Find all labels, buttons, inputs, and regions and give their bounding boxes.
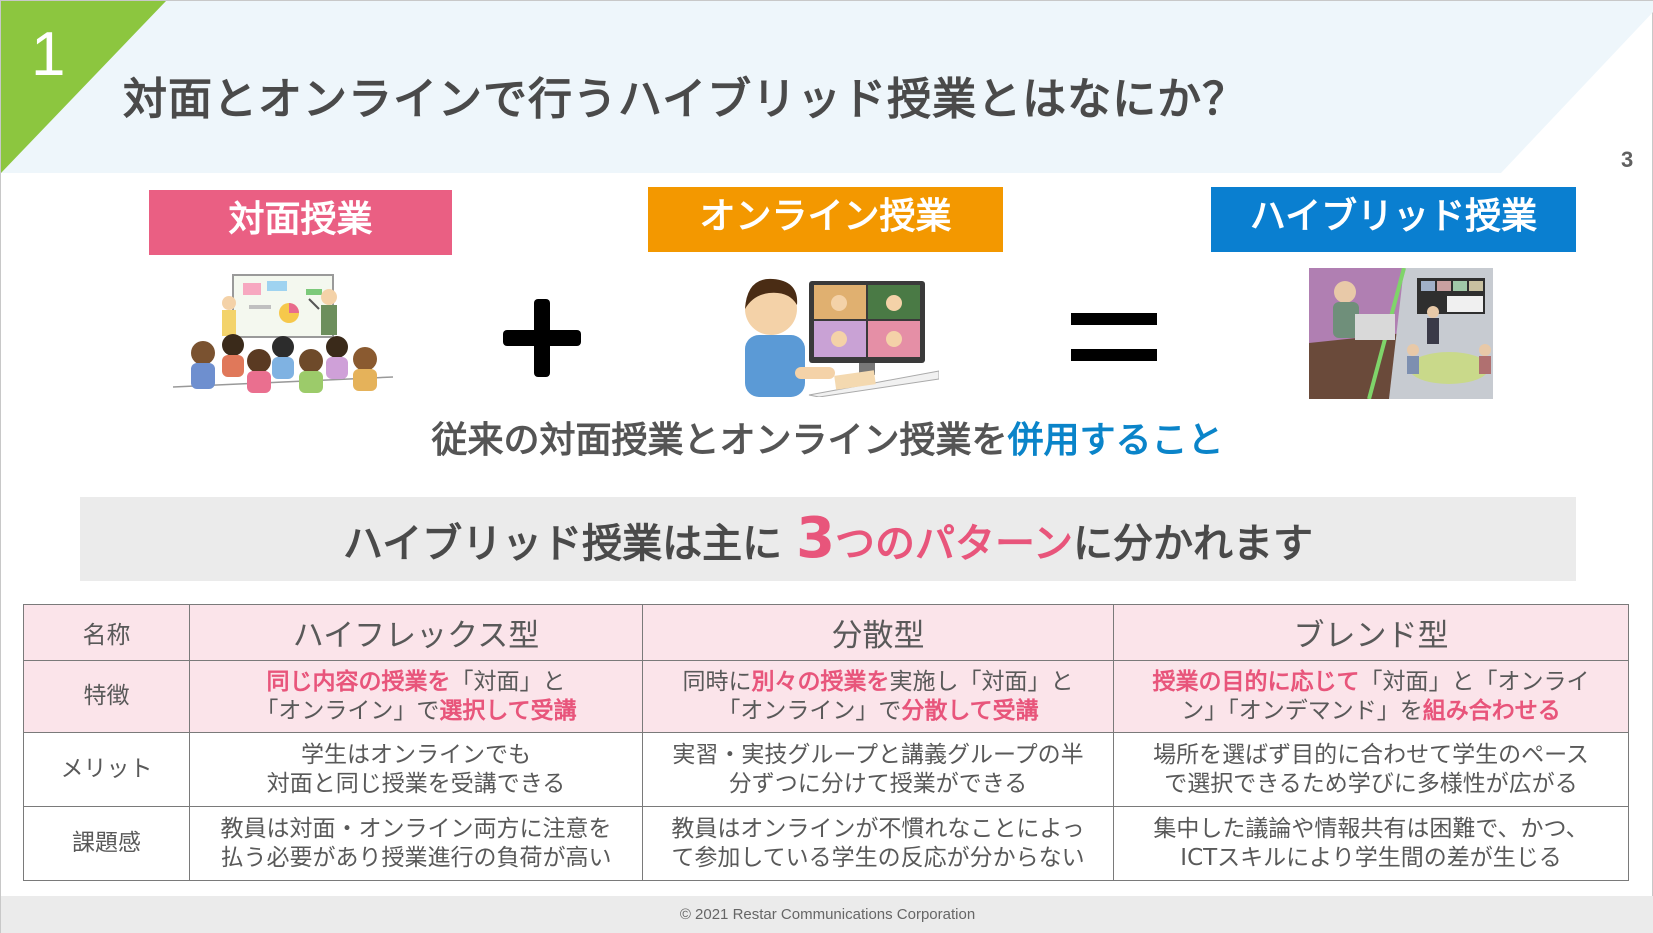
feature-emphasis: 分散して受講 [901, 697, 1039, 724]
row-label-name: 名称 [23, 604, 190, 661]
student-video-call-illustration [745, 278, 939, 397]
feature-text: 「オンライン」で [717, 697, 902, 724]
page-number: 3 [1621, 147, 1634, 172]
hybrid-classroom-photo [1309, 268, 1493, 399]
feature-emphasis: 組み合わせる [1422, 697, 1561, 724]
table-row-merit: メリット 学生はオンラインでも対面と同じ授業を受講できる 実習・実技グループと講… [23, 732, 1629, 807]
row-label-feature: 特徴 [23, 660, 190, 733]
section-number: 1 [31, 20, 66, 89]
pattern-text-before: ハイブリッド授業は主に [342, 521, 783, 567]
feature-emphasis: 選択して受講 [439, 697, 577, 724]
feature-text: 「オンライン」で [255, 697, 440, 724]
row-label-issue: 課題感 [23, 806, 190, 881]
definition-caption: 従来の対面授業とオンライン授業を併用すること [1, 411, 1653, 463]
label-hybrid-text: ハイブリッド授業 [1249, 196, 1538, 237]
plus-icon [503, 299, 581, 377]
classroom-lecture-illustration [172, 274, 394, 393]
issue-line: 集中した議論や情報共有は困難で、かつ、 [1153, 815, 1589, 842]
table-row-issue: 課題感 教員は対面・オンライン両方に注意を払う必要があり授業進行の負荷が高い 教… [23, 806, 1629, 881]
table-row-feature: 特徴 同じ内容の授業を「対面」と「オンライン」で選択して受講 同時に別々の授業を… [23, 660, 1629, 733]
feature-emphasis: 同じ内容の授業を [266, 668, 451, 695]
column-name-hyflex: ハイフレックス型 [189, 604, 643, 661]
pattern-comparison-table: 名称 ハイフレックス型 分散型 ブレンド型 特徴 同じ内容の授業を「対面」と「オ… [23, 604, 1629, 881]
issue-line: ICTスキルにより学生間の差が生じる [1180, 844, 1562, 871]
pattern-banner: ハイブリッド授業は主に 3つのパターンに分かれます [80, 497, 1576, 581]
merit-cell: 学生はオンラインでも対面と同じ授業を受講できる [189, 732, 643, 807]
row-label-merit: メリット [23, 732, 190, 807]
feature-emphasis: 別々の授業を [751, 668, 890, 695]
merit-line: 学生はオンラインでも [301, 741, 531, 768]
issue-cell: 教員はオンラインが不慣れなことによって参加している学生の反応が分からない [642, 806, 1114, 881]
issue-line: て参加している学生の反応が分からない [671, 844, 1085, 871]
table-row-name: 名称 ハイフレックス型 分散型 ブレンド型 [23, 604, 1629, 661]
feature-cell: 授業の目的に応じて「対面」と「オンライン」「オンデマンド」を組み合わせる [1113, 660, 1629, 733]
feature-text: 「対面」と [450, 668, 566, 695]
feature-emphasis: 授業の目的に応じて [1152, 668, 1360, 695]
merit-line: 分ずつに分けて授業ができる [728, 770, 1028, 797]
issue-cell: 集中した議論や情報共有は困難で、かつ、ICTスキルにより学生間の差が生じる [1113, 806, 1629, 881]
slide-title: 対面とオンラインで行うハイブリッド授業とはなにか？ [123, 74, 1248, 125]
pattern-text-after: に分かれます [1073, 521, 1314, 567]
pattern-number: 3 [796, 506, 836, 571]
merit-cell: 場所を選ばず目的に合わせて学生のペースで選択できるため学びに多様性が広がる [1113, 732, 1629, 807]
issue-cell: 教員は対面・オンライン両方に注意を払う必要があり授業進行の負荷が高い [189, 806, 643, 881]
issue-line: 払う必要があり授業進行の負荷が高い [220, 844, 612, 871]
equals-icon [1071, 313, 1157, 361]
merit-line: 場所を選ばず目的に合わせて学生のペース [1153, 741, 1589, 768]
section-corner-triangle [1, 1, 166, 173]
feature-text: 「対面」と「オンライ [1359, 668, 1590, 695]
caption-highlight: 併用すること [1007, 420, 1224, 461]
issue-line: 教員はオンラインが不慣れなことによっ [671, 815, 1085, 842]
merit-line: で選択できるため学びに多様性が広がる [1164, 770, 1578, 797]
column-name-blended: ブレンド型 [1113, 604, 1629, 661]
footer-band [1, 896, 1653, 933]
issue-line: 教員は対面・オンライン両方に注意を [220, 815, 612, 842]
label-online-text: オンライン授業 [699, 196, 952, 237]
feature-cell: 同時に別々の授業を実施し「対面」と「オンライン」で分散して受講 [642, 660, 1114, 733]
label-hybrid: ハイブリッド授業 [1211, 187, 1576, 252]
feature-text: 同時に [682, 668, 752, 695]
pattern-highlight: つのパターン [835, 521, 1074, 567]
label-face-to-face-text: 対面授業 [228, 199, 373, 240]
label-face-to-face: 対面授業 [149, 190, 452, 255]
feature-text: 実施し「対面」と [889, 668, 1074, 695]
caption-text: 従来の対面授業とオンライン授業を [431, 420, 1008, 461]
copyright: © 2021 Restar Communications Corporation [679, 906, 976, 923]
merit-cell: 実習・実技グループと講義グループの半分ずつに分けて授業ができる [642, 732, 1114, 807]
pattern-text: ハイブリッド授業は主に 3つのパターンに分かれます [80, 497, 1576, 581]
merit-line: 実習・実技グループと講義グループの半 [672, 741, 1084, 768]
feature-cell: 同じ内容の授業を「対面」と「オンライン」で選択して受講 [189, 660, 643, 733]
column-name-distributed: 分散型 [642, 604, 1114, 661]
header-band [1, 1, 1653, 173]
label-online: オンライン授業 [648, 187, 1003, 252]
merit-line: 対面と同じ授業を受講できる [266, 770, 566, 797]
feature-text: ン」「オンデマンド」を [1181, 697, 1423, 724]
